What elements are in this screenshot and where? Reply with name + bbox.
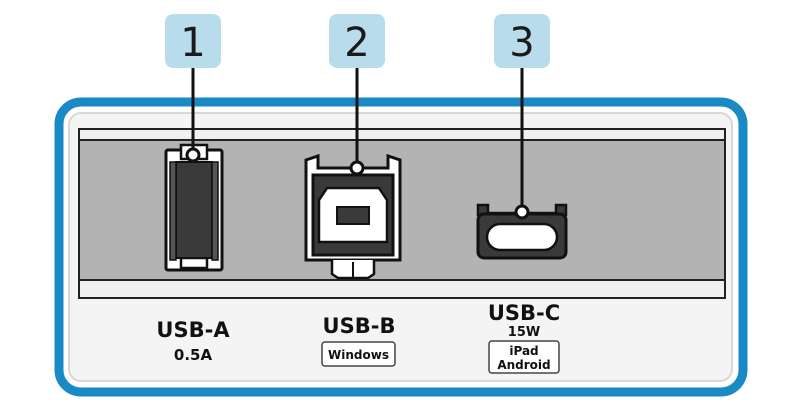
usb-c-os-text-2: Android	[497, 358, 550, 372]
callout-3-number: 3	[509, 20, 534, 66]
usb-b-port	[304, 153, 402, 280]
usb-a-label: USB-A	[156, 318, 230, 342]
leader-dot-1	[185, 147, 201, 163]
callout-1-number: 1	[180, 20, 205, 66]
leader-dot-2	[349, 160, 365, 176]
usb-b-os-text: Windows	[328, 348, 389, 362]
usb-a-spec: 0.5A	[174, 346, 213, 364]
usb-c-label: USB-C	[488, 301, 560, 325]
panel-bottom-rail	[78, 279, 726, 299]
usb-c-os-badge	[488, 340, 560, 374]
usb-c-os-text-1: iPad	[509, 344, 538, 358]
usb-a-port	[164, 143, 224, 272]
callout-3-box	[494, 14, 550, 68]
callout-2-number: 2	[344, 20, 369, 66]
callout-1-box	[165, 14, 221, 68]
callout-2-box	[329, 14, 385, 68]
usb-b-os-badge	[321, 341, 396, 367]
leader-dot-3	[514, 204, 530, 220]
usb-c-spec: 15W	[508, 325, 540, 340]
usb-b-label: USB-B	[323, 314, 396, 338]
panel-top-rail	[78, 128, 726, 141]
